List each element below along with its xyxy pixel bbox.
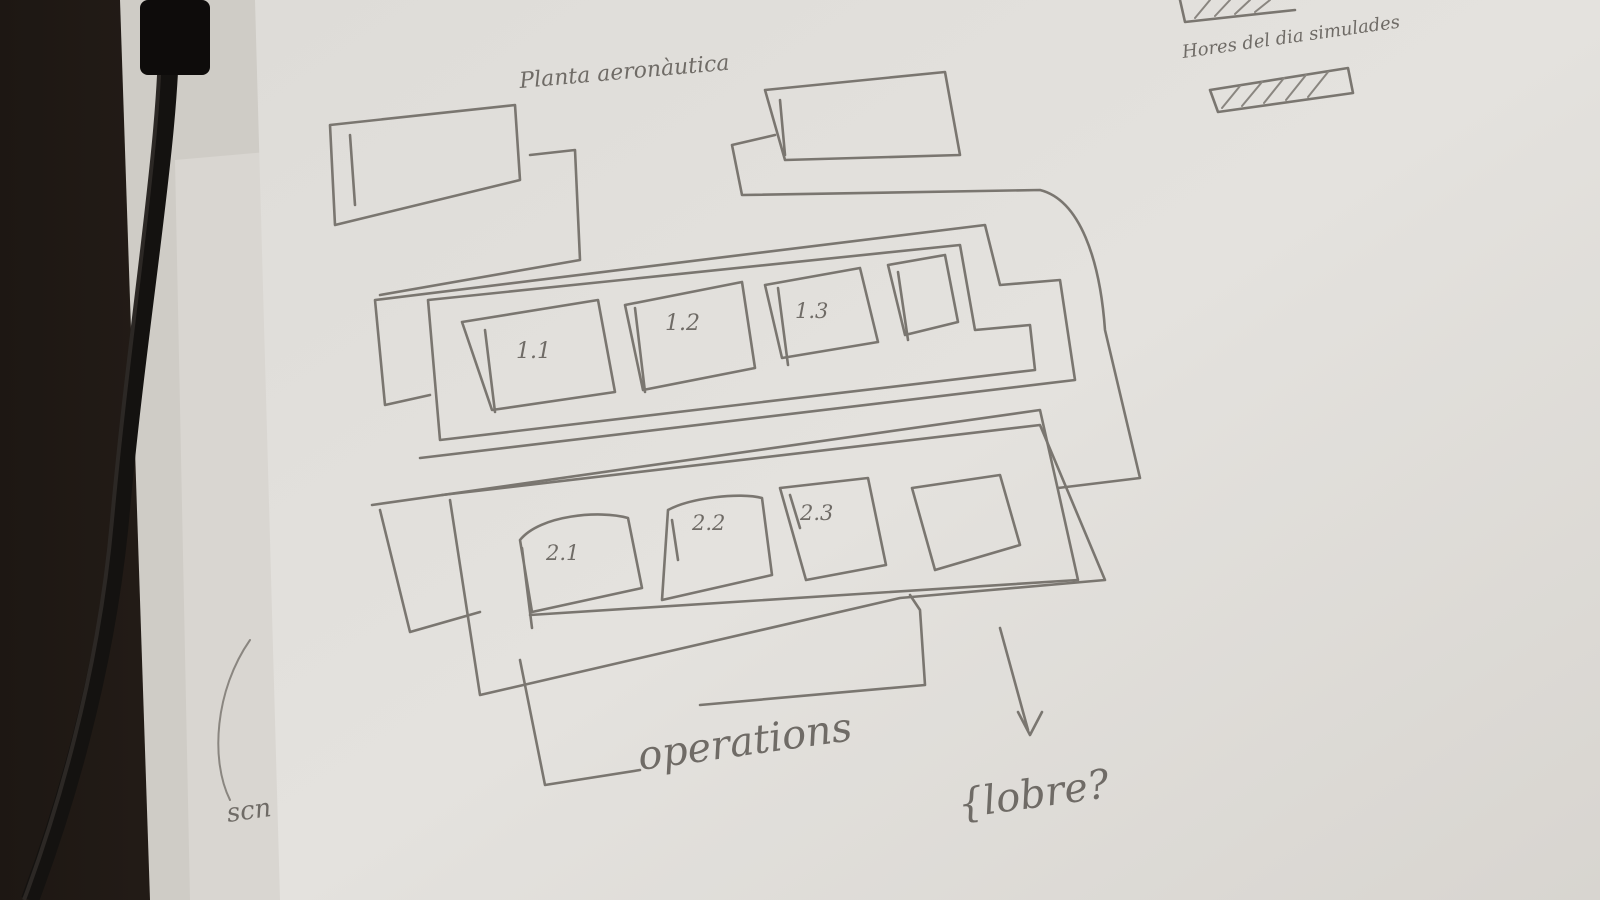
paper-stack-under-2 [175, 150, 290, 900]
row1-inner-frame [426, 243, 1037, 442]
row1-box-4 [886, 253, 960, 342]
hatched-time-bar [1208, 66, 1355, 114]
row1-box-3-label: 1.3 [795, 299, 828, 323]
paper-sheet [255, 0, 1600, 900]
row1-box-2: 1.2 [623, 280, 757, 394]
left-page-arc [217, 639, 251, 801]
row1-box-2-label: 1.2 [665, 311, 700, 336]
row2-box-3-label: 2.3 [799, 501, 833, 525]
top-left-box [328, 103, 522, 227]
top-left-connector [378, 148, 582, 297]
top-right-box [763, 70, 962, 162]
row1-box-1-label: 1.1 [516, 339, 551, 364]
top-right-connector [730, 133, 1142, 490]
row1-box-1: 1.1 [460, 298, 617, 414]
row1-box-3: 1.3 [763, 266, 880, 367]
row2-box-2-label: 2.2 [691, 511, 725, 535]
row2-inner-frame [440, 423, 1107, 697]
row2-box-3: 2.3 [778, 476, 888, 582]
operations-bracket [518, 593, 927, 787]
left-edge-text: scn [225, 793, 273, 829]
row2-box-4 [910, 473, 1022, 572]
row1-outer-frame [373, 223, 1077, 460]
row2-box-2: 2.2 [660, 494, 774, 602]
row2-outer-frame [370, 408, 1080, 634]
cable [21, 0, 180, 900]
row2-box-1: 2.1 [518, 513, 644, 630]
cable-plug [140, 0, 210, 75]
free-arrow [998, 626, 1044, 737]
hatched-corner-box-top [1178, 0, 1297, 24]
cable-highlight [22, 0, 163, 900]
row2-box-1-label: 2.1 [545, 541, 579, 565]
